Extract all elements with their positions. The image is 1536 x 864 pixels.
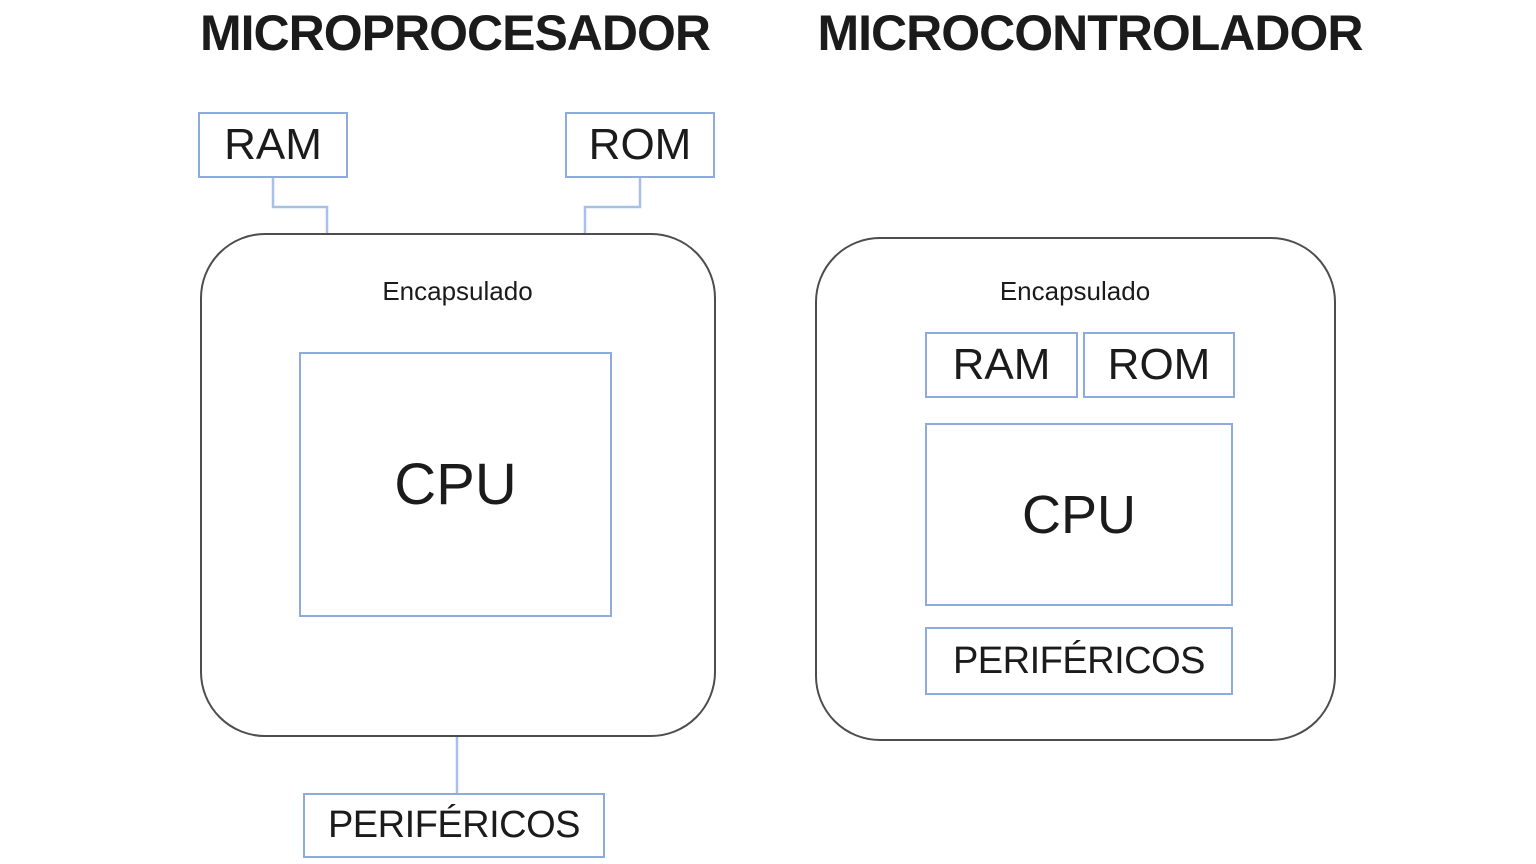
mc-ram-box: RAM [925,332,1078,398]
microprocessor-title: MICROPROCESADOR [199,5,711,61]
mc-package-outline [815,237,1336,741]
mc-cpu-label: CPU [1021,484,1136,545]
mc-rom-label: ROM [1107,340,1211,389]
mp-package-label: Encapsulado [382,276,533,306]
mp-peripherals-box: PERIFÉRICOS [303,793,605,858]
mc-cpu-box: CPU [925,423,1233,606]
microcontroller-title: MICROCONTROLADOR [817,5,1363,61]
mp-peripherals-label: PERIFÉRICOS [327,804,581,846]
mc-package-label: Encapsulado [999,276,1151,306]
mp-ram-connector-line [271,178,329,233]
mp-cpu-label: CPU [394,452,517,517]
mp-rom-label: ROM [588,120,692,169]
mc-ram-label: RAM [952,340,1051,389]
mc-rom-box: ROM [1083,332,1235,398]
mc-peripherals-label: PERIFÉRICOS [952,639,1206,682]
mp-rom-connector-line [583,178,642,233]
mp-cpu-box: CPU [299,352,612,617]
mp-ram-label: RAM [224,120,322,169]
mp-rom-box: ROM [565,112,715,178]
mp-package-outline [200,233,716,737]
mc-peripherals-box: PERIFÉRICOS [925,627,1233,695]
mp-ram-box: RAM [198,112,348,178]
